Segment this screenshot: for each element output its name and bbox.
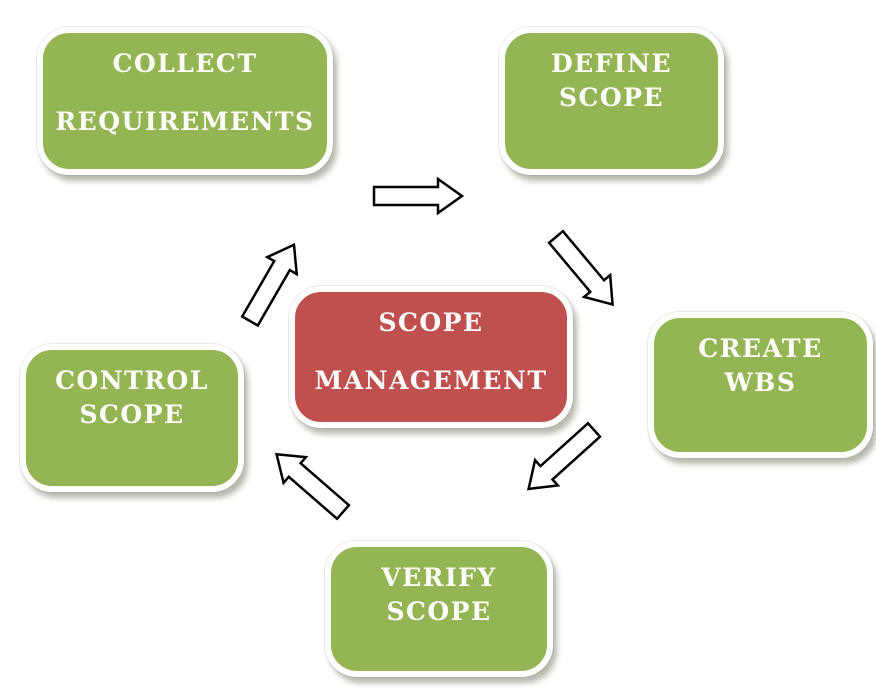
node-label-line: WBS	[724, 368, 797, 397]
node-label-line: CONTROL	[55, 366, 209, 395]
arrow-right-icon	[372, 176, 465, 216]
node-collect-requirements: COLLECT REQUIREMENTS	[37, 27, 333, 175]
node-label-line: COLLECT	[112, 49, 258, 78]
node-label-line: MANAGEMENT	[314, 366, 548, 395]
node-label-line: REQUIREMENTS	[55, 107, 315, 136]
arrow-up-left-icon	[274, 452, 351, 521]
node-create-wbs: CREATE WBS	[648, 312, 873, 458]
node-label-line: SCOPE	[558, 83, 665, 112]
node-label-line: CREATE	[698, 334, 823, 363]
node-scope-management: SCOPE MANAGEMENT	[289, 286, 573, 428]
node-define-scope: DEFINE SCOPE	[499, 27, 724, 175]
node-label-line: SCOPE	[79, 400, 185, 429]
node-label-line: SCOPE	[386, 597, 492, 626]
node-control-scope: CONTROL SCOPE	[20, 344, 244, 492]
node-label-line: VERIFY	[381, 563, 497, 592]
arrow-down-left-icon	[526, 421, 602, 491]
node-label-line: SCOPE	[378, 308, 484, 337]
node-verify-scope: VERIFY SCOPE	[325, 541, 553, 677]
node-label-line: DEFINE	[550, 49, 673, 78]
